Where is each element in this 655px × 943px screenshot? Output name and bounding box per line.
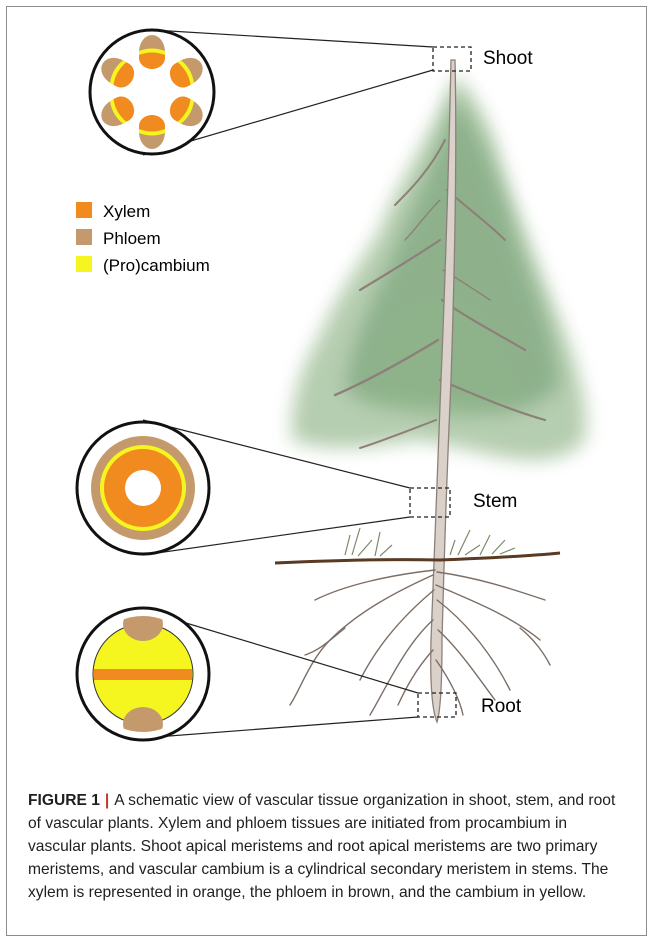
- root-xylem-band: [94, 669, 192, 680]
- root-cross-section: [77, 607, 209, 741]
- shoot-cross-section: [90, 30, 214, 154]
- legend: Xylem Phloem (Pro)cambium: [76, 202, 210, 275]
- figure-caption: FIGURE 1|A schematic view of vascular ti…: [28, 789, 628, 904]
- stem-pith: [125, 470, 161, 506]
- legend-swatch-xylem: [76, 202, 92, 218]
- vascular-tissue-figure: Shoot Stem Root Xylem Phloem (Pro)cambiu…: [0, 0, 655, 760]
- legend-swatch-phloem: [76, 229, 92, 245]
- ground-line: [275, 528, 560, 563]
- shoot-label: Shoot: [483, 48, 533, 69]
- stem-cross-section: [77, 422, 209, 554]
- caption-text: A schematic view of vascular tissue orga…: [28, 792, 615, 901]
- shoot-vascular-bundle: [139, 115, 165, 149]
- legend-label-xylem: Xylem: [103, 202, 150, 221]
- root-label: Root: [481, 696, 522, 717]
- tree-foliage: [292, 75, 586, 460]
- caption-lead: FIGURE 1: [28, 792, 100, 809]
- legend-swatch-cambium: [76, 256, 92, 272]
- legend-label-phloem: Phloem: [103, 229, 161, 248]
- shoot-vascular-bundle: [139, 35, 165, 69]
- stem-label: Stem: [473, 491, 517, 512]
- legend-label-cambium: (Pro)cambium: [103, 256, 210, 275]
- caption-separator: |: [100, 792, 114, 809]
